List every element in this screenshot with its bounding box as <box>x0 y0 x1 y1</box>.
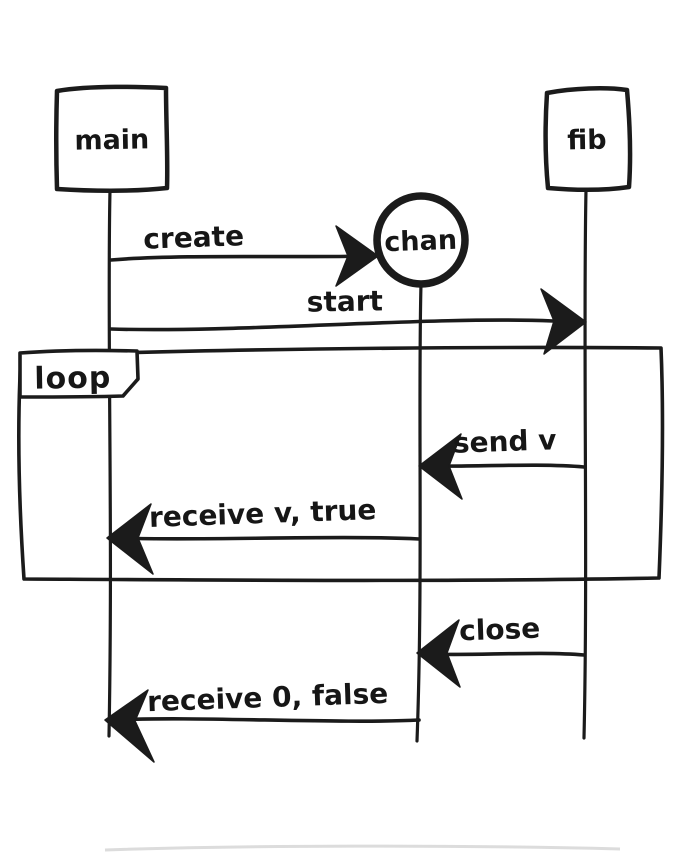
lifeline-chan <box>415 282 423 743</box>
message-close: close <box>416 612 586 688</box>
arrowhead-right-icon <box>540 288 587 355</box>
message-receive-0-false-label: receive 0, false <box>147 677 389 718</box>
message-receive-v-true: receive v, true <box>106 493 421 575</box>
arrowhead-left-icon <box>106 503 154 575</box>
message-start: start <box>109 284 587 355</box>
message-close-line <box>428 651 586 657</box>
loop-frame <box>17 345 665 583</box>
actor-main-label: main <box>74 124 149 156</box>
arrowhead-left-icon <box>418 433 463 500</box>
loop-label: loop <box>34 360 112 396</box>
arrowhead-left-icon <box>416 619 461 688</box>
actor-main-box <box>54 84 170 193</box>
actor-chan-label: chan <box>384 225 458 259</box>
message-send-v-line <box>428 463 586 469</box>
loop-fragment: loop <box>17 345 665 583</box>
message-start-label: start <box>306 284 383 318</box>
actor-chan-circle <box>373 192 469 288</box>
message-start-line <box>109 318 555 332</box>
lifelines <box>107 188 588 743</box>
actor-fib-label: fib <box>567 125 607 157</box>
arrowhead-left-icon <box>104 689 155 763</box>
lifeline-fib <box>582 188 588 740</box>
message-receive-0-false-line <box>116 717 421 723</box>
message-send-v: send v <box>418 423 586 500</box>
message-create-label: create <box>143 219 245 255</box>
actor-main: main <box>54 84 170 193</box>
lifeline-main <box>107 188 113 738</box>
arrowhead-right-icon <box>335 225 379 287</box>
message-receive-0-false: receive 0, false <box>104 677 421 763</box>
bottom-faint-stroke <box>104 844 621 852</box>
message-create: create <box>109 219 379 287</box>
actor-fib: fib <box>543 86 633 192</box>
actor-fib-box <box>543 86 633 192</box>
actor-chan: chan <box>373 192 469 288</box>
message-create-line <box>109 254 368 262</box>
message-close-label: close <box>459 612 541 648</box>
message-receive-v-true-line <box>118 535 421 541</box>
message-receive-v-true-label: receive v, true <box>148 493 376 534</box>
loop-label-box <box>18 348 140 399</box>
message-send-v-label: send v <box>452 423 557 460</box>
